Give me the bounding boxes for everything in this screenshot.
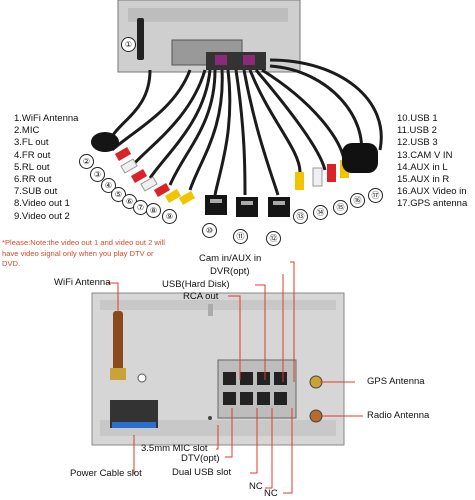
label-dvr: DVR(opt) [210, 266, 250, 277]
video-out-note: *Please:Note:the video out 1 and video o… [2, 238, 172, 270]
label-power-cable-slot: Power Cable slot [70, 468, 142, 479]
callout-number-15: ⑮ [333, 200, 348, 215]
legend-item: 4.FR out [14, 150, 78, 162]
label-cam-aux-in: Cam in/AUX in [199, 253, 261, 264]
legend-item: 12.USB 3 [397, 137, 467, 149]
label-rca-out: RCA out [183, 291, 218, 302]
callout-number-14: ⑭ [313, 205, 328, 220]
label-usb-hard-disk: USB(Hard Disk) [162, 279, 230, 290]
legend-item: 5.RL out [14, 162, 78, 174]
callout-number-13: ⑬ [293, 209, 308, 224]
top-wifi-antenna [137, 18, 144, 60]
label-dual-usb-slot: Dual USB slot [172, 467, 231, 478]
legend-item: 3.FL out [14, 137, 78, 149]
callout-number-17: ⑰ [368, 188, 383, 203]
callout-number-16: ⑯ [350, 193, 365, 208]
callout-number-8: ⑧ [146, 203, 161, 218]
legend-item: 2.MIC [14, 125, 78, 137]
callout-number-1: ① [121, 37, 136, 52]
legend-item: 16.AUX Video in [397, 186, 467, 198]
legend-item: 10.USB 1 [397, 113, 467, 125]
legend-item: 6.RR out [14, 174, 78, 186]
callout-number-11: ⑪ [233, 229, 248, 244]
label-wifi-antenna: WiFi Antenna [54, 277, 111, 288]
bottom-wifi-antenna [113, 311, 123, 371]
callout-number-9: ⑨ [162, 209, 177, 224]
legend-item: 9.Video out 2 [14, 211, 78, 223]
label-gps-antenna: GPS Antenna [367, 376, 425, 387]
legend-item: 14.AUX in L [397, 162, 467, 174]
callout-number-2: ② [79, 154, 94, 169]
usb-plugs [205, 195, 290, 217]
label-radio-antenna: Radio Antenna [367, 410, 429, 421]
gps-puck [342, 143, 378, 173]
legend-item: 11.USB 2 [397, 125, 467, 137]
legend-left: 1.WiFi Antenna 2.MIC 3.FL out 4.FR out 5… [14, 113, 78, 223]
legend-item: 17.GPS antenna [397, 198, 467, 210]
legend-item: 15.AUX in R [397, 174, 467, 186]
legend-item: 1.WiFi Antenna [14, 113, 78, 125]
legend-item: 13.CAM V IN [397, 150, 467, 162]
label-nc-1: NC [249, 481, 263, 492]
label-dtv: DTV(opt) [181, 453, 220, 464]
legend-item: 7.SUB out [14, 186, 78, 198]
callout-number-12: ⑫ [266, 231, 281, 246]
label-nc-2: NC [264, 488, 278, 499]
legend-right: 10.USB 1 11.USB 2 12.USB 3 13.CAM V IN 1… [397, 113, 467, 211]
callout-number-10: ⑩ [202, 223, 217, 238]
mic-puck [91, 132, 119, 152]
legend-item: 8.Video out 1 [14, 198, 78, 210]
